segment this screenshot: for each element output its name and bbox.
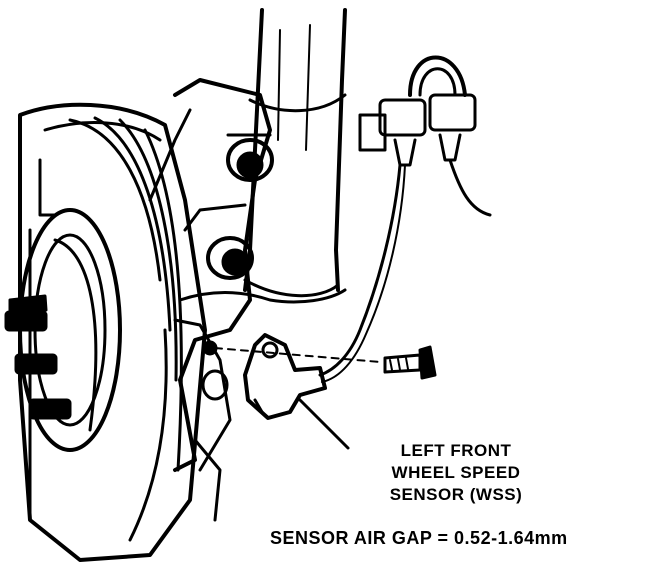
brake-rotor (18, 102, 207, 562)
lower-strut-bolt (206, 236, 254, 280)
upper-strut-bolt (226, 133, 274, 182)
sensor-cable (318, 158, 492, 383)
hose-bracket (358, 55, 477, 167)
wheel-speed-sensor (243, 333, 327, 420)
air-gap-spec: SENSOR AIR GAP = 0.52-1.64mm (270, 528, 568, 548)
callout-line-2: WHEEL SPEED (391, 463, 521, 482)
strut (243, 8, 347, 298)
sensor-callout-label: LEFT FRONT WHEEL SPEED SENSOR (WSS) (356, 440, 556, 506)
wheel-studs (4, 294, 72, 420)
sensor-mount-holes (201, 340, 229, 401)
callout-line-3: SENSOR (WSS) (389, 485, 523, 504)
callout-line-1: LEFT FRONT (400, 441, 512, 460)
callout-leader-line (298, 398, 350, 450)
sensor-mounting-bolt (383, 345, 437, 380)
alignment-dash-line (214, 347, 381, 363)
steering-knuckle (148, 78, 347, 522)
